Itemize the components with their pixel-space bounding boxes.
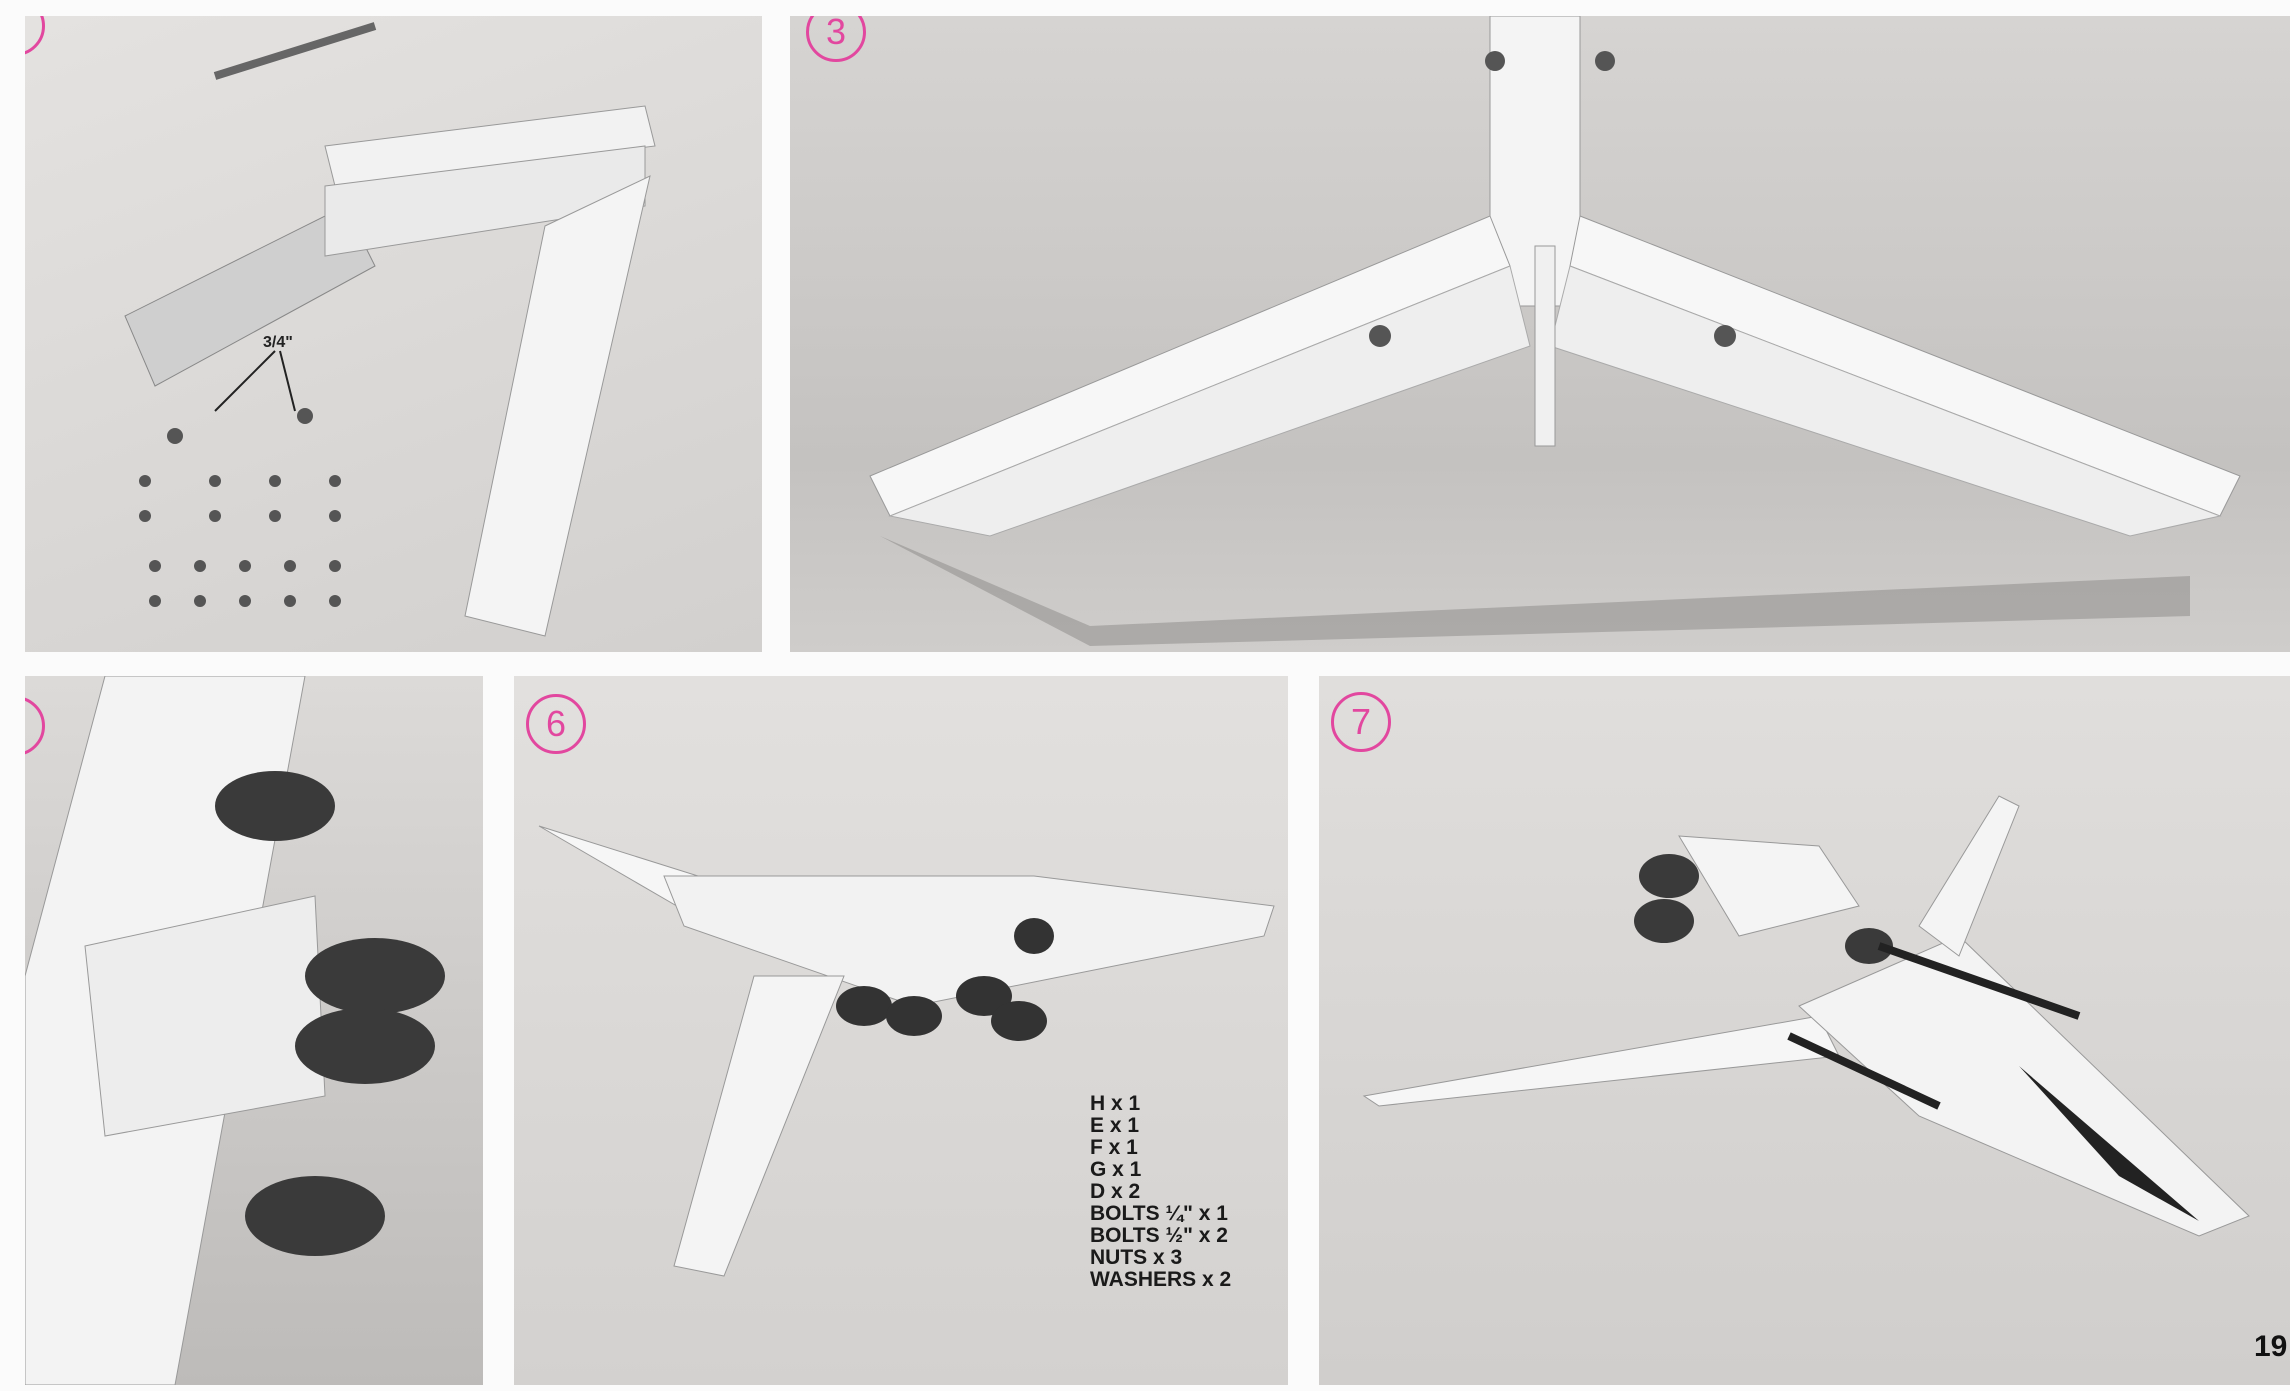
- aircraft-underside-photo: [538, 825, 1275, 1277]
- parts-list-item: BOLTS ¼" x 1: [1090, 1202, 1228, 1225]
- bolt-size-label: 3/4": [263, 334, 293, 351]
- parts-list-item: G x 1: [1090, 1158, 1142, 1181]
- step-number-badge: 7: [1331, 692, 1391, 752]
- parts-list-item: H x 1: [1090, 1092, 1141, 1115]
- wing-assembly-photo: [869, 16, 2241, 646]
- step-number-badge: 6: [526, 694, 586, 754]
- photo-panel-step-6: 6: [514, 676, 1288, 1385]
- parts-list-item: E x 1: [1090, 1114, 1140, 1137]
- step-number-badge: 3: [806, 16, 866, 62]
- photo-panel-step-5: [25, 676, 483, 1385]
- page-number: 19: [2254, 1330, 2288, 1363]
- parts-photo: [124, 22, 656, 637]
- photo-panel-step-3: 3: [790, 16, 2290, 652]
- parts-list-item: BOLTS ½" x 2: [1090, 1224, 1228, 1247]
- engine-detail-photo: [25, 676, 445, 1385]
- parts-list-item: NUTS x 3: [1090, 1246, 1183, 1269]
- parts-list-item: WASHERS x 2: [1090, 1268, 1232, 1291]
- completed-aircraft-photo: [1362, 795, 2250, 1237]
- parts-list-item: D x 2: [1090, 1180, 1141, 1203]
- photo-panel-step-2: 3/4": [25, 16, 762, 652]
- parts-list-item: F x 1: [1090, 1136, 1138, 1159]
- parts-list: H x 1 E x 1 F x 1 G x 1 D x 2 BOLTS ¼" x…: [1090, 1093, 1231, 1291]
- photo-panel-step-7: 7: [1319, 676, 2290, 1385]
